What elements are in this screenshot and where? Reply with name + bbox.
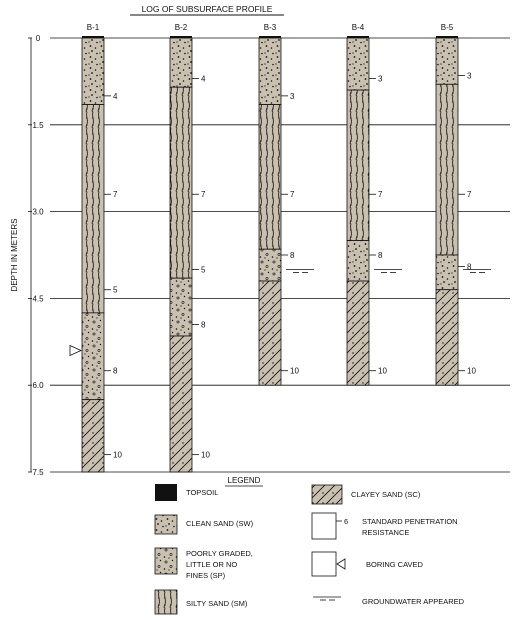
depth-axis: 0 1.5 3.0 4.5 6.0 7.5: [32, 34, 44, 477]
silty-sand-layer: [169, 86, 193, 279]
spt-value-label: 8: [467, 263, 472, 272]
silty-sand-layer: [435, 83, 459, 256]
legend-label-clayey-sand: CLAYEY SAND (SC): [351, 490, 421, 499]
boring-caved-swatch: [311, 551, 337, 577]
topsoil-layer: [82, 36, 104, 39]
spt-value-label: 4: [113, 92, 118, 101]
legend-label-poorly-graded-line-3: FINES (SP): [186, 571, 226, 580]
topsoil-swatch: [155, 484, 177, 501]
silty-sand-layer: [258, 104, 282, 250]
clayey-sand-layer: [169, 335, 193, 473]
legend-label-boring-caved: BORING CAVED: [366, 560, 424, 569]
legend-label-spt-line-1: STANDARD PENETRATION: [362, 517, 458, 526]
clayey-sand-layer: [258, 280, 282, 386]
clean-sand-layer: [169, 37, 193, 88]
spt-value-label: 7: [378, 190, 383, 199]
spt-value-label: 10: [467, 367, 476, 376]
spt-value-label: 8: [378, 251, 383, 260]
clean-sand-layer: [435, 37, 459, 85]
legend-label-groundwater: GROUNDWATER APPEARED: [362, 597, 465, 606]
poorly-graded-sand-layer: [81, 312, 105, 401]
spt-value-label: 8: [201, 320, 206, 329]
boring-name-label: B-5: [441, 23, 454, 32]
spt-value-label: 8: [290, 251, 295, 260]
spt-value-label: 3: [290, 92, 295, 101]
clean-sand-layer: [435, 254, 459, 291]
depth-tick-label: 3.0: [32, 208, 44, 217]
spt-value-label: 7: [113, 190, 118, 199]
clean-sand-layer: [346, 37, 370, 91]
diagram-title: LOG OF SUBSURFACE PROFILE: [142, 4, 273, 14]
poorly-graded-sand-swatch: [154, 547, 178, 575]
boring-logs: B-1 4 7 5 8 10 B-2 4 7 5 8 10 B-3 3 7 8 10 B-4 3 7 8 10 B-5 3 7 8…: [69, 23, 491, 473]
depth-tick-label: 0: [36, 34, 41, 43]
caved-triangle-icon: [336, 558, 346, 570]
spt-value-label: 7: [201, 190, 206, 199]
legend-title: LEGEND: [228, 476, 261, 485]
groundwater-icon: [374, 269, 402, 273]
depth-tick-label: 1.5: [32, 121, 44, 130]
spt-value-label: 7: [467, 190, 472, 199]
depth-tick-label: 4.5: [32, 294, 44, 303]
spt-value-label: 10: [113, 451, 122, 460]
legend-label-clean-sand: CLEAN SAND (SW): [186, 519, 254, 528]
groundwater-icon: [463, 269, 491, 273]
groundwater-symbol-icon: [313, 596, 341, 601]
legend-label-poorly-graded-line-2: LITTLE OR NO: [186, 560, 237, 569]
depth-tick-label: 7.5: [32, 468, 44, 477]
spt-value-label: 10: [378, 367, 387, 376]
silty-sand-layer: [346, 89, 370, 241]
topsoil-layer: [259, 36, 281, 39]
spt-sample-value: 6: [344, 517, 348, 526]
clayey-sand-layer: [346, 280, 370, 386]
spt-value-label: 4: [201, 75, 206, 84]
poorly-graded-sand-layer: [258, 248, 282, 282]
clayey-sand-layer: [81, 399, 105, 473]
legend-label-silty-sand: SILTY SAND (SM): [186, 599, 248, 608]
spt-value-label: 3: [467, 72, 472, 81]
clean-sand-layer: [81, 37, 105, 105]
spt-value-label: 7: [290, 190, 295, 199]
boring-b-2: B-2 4 7 5 8 10: [169, 23, 210, 473]
boring-name-label: B-2: [175, 23, 188, 32]
boring-name-label: B-1: [87, 23, 100, 32]
spt-value-label: 5: [201, 265, 206, 274]
boring-b-1: B-1 4 7 5 8 10: [69, 23, 122, 473]
clayey-sand-swatch: [311, 484, 343, 505]
topsoil-layer: [170, 36, 192, 39]
clean-sand-layer: [346, 240, 370, 282]
clayey-sand-layer: [435, 289, 459, 386]
y-axis-label: DEPTH IN METERS: [10, 219, 19, 292]
legend-label-poorly-graded-line-1: POORLY GRADED,: [186, 549, 253, 558]
topsoil-layer: [436, 36, 458, 39]
depth-tick-label: 6.0: [32, 381, 44, 390]
groundwater-icon: [286, 269, 314, 273]
silty-sand-layer: [81, 104, 105, 314]
legend-label-spt-line-2: RESISTANCE: [362, 528, 409, 537]
clean-sand-layer: [258, 37, 282, 105]
spt-swatch: [311, 512, 337, 540]
clean-sand-swatch: [154, 514, 178, 535]
silty-sand-swatch: [154, 589, 178, 615]
spt-value-label: 3: [378, 75, 383, 84]
poorly-graded-sand-layer: [169, 277, 193, 337]
boring-name-label: B-3: [264, 23, 277, 32]
boring-b-3: B-3 3 7 8 10: [258, 23, 314, 386]
boring-name-label: B-4: [352, 23, 365, 32]
spt-value-label: 10: [201, 451, 210, 460]
spt-value-label: 5: [113, 286, 118, 295]
boring-b-5: B-5 3 7 8 10: [435, 23, 491, 386]
boring-caved-icon: [69, 344, 82, 357]
topsoil-layer: [347, 36, 369, 39]
legend: LEGEND TOPSOIL CLEAN SAND (SW) POORLY GR…: [154, 476, 465, 615]
spt-value-label: 8: [113, 367, 118, 376]
legend-label-topsoil: TOPSOIL: [186, 488, 218, 497]
spt-value-label: 10: [290, 367, 299, 376]
boring-b-4: B-4 3 7 8 10: [346, 23, 402, 386]
